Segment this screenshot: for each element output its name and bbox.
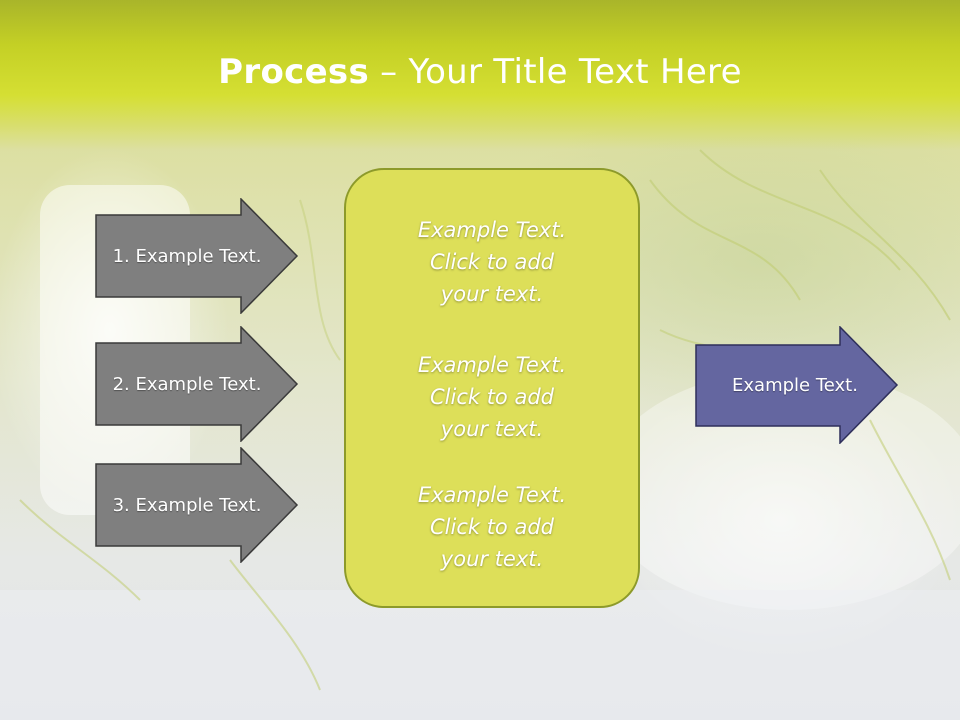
text-line: Click to add xyxy=(429,385,554,409)
text-line: Click to add xyxy=(429,515,554,539)
arrow-right-icon xyxy=(95,447,299,563)
process-arrow-label: 1. Example Text. xyxy=(112,245,262,267)
process-arrow-2[interactable]: 2. Example Text. xyxy=(95,326,300,442)
center-text-block-2[interactable]: Example Text. Click to add your text. xyxy=(346,349,638,445)
header-band xyxy=(0,0,960,150)
center-text-box[interactable]: Example Text. Click to add your text. Ex… xyxy=(344,168,640,608)
text-line: your text. xyxy=(440,417,544,441)
title-rest: – Your Title Text Here xyxy=(369,52,742,92)
text-line: Example Text. xyxy=(417,483,567,507)
center-text-block-3[interactable]: Example Text. Click to add your text. xyxy=(346,479,638,575)
process-arrow-label: 2. Example Text. xyxy=(112,373,262,395)
arrow-right-icon xyxy=(95,326,299,442)
process-arrow-label: 3. Example Text. xyxy=(112,494,262,516)
text-line: your text. xyxy=(440,547,544,571)
result-arrow[interactable]: Example Text. xyxy=(695,326,900,444)
arrow-right-icon xyxy=(95,198,299,314)
text-line: Click to add xyxy=(429,250,554,274)
text-line: Example Text. xyxy=(417,218,567,242)
text-line: your text. xyxy=(440,282,544,306)
page-title: Process – Your Title Text Here xyxy=(0,52,960,92)
title-bold: Process xyxy=(218,52,370,92)
process-arrow-1[interactable]: 1. Example Text. xyxy=(95,198,300,314)
process-arrow-3[interactable]: 3. Example Text. xyxy=(95,447,300,563)
center-text-block-1[interactable]: Example Text. Click to add your text. xyxy=(346,214,638,310)
text-line: Example Text. xyxy=(417,353,567,377)
result-arrow-label: Example Text. xyxy=(732,374,858,396)
arrow-right-icon xyxy=(695,326,899,444)
